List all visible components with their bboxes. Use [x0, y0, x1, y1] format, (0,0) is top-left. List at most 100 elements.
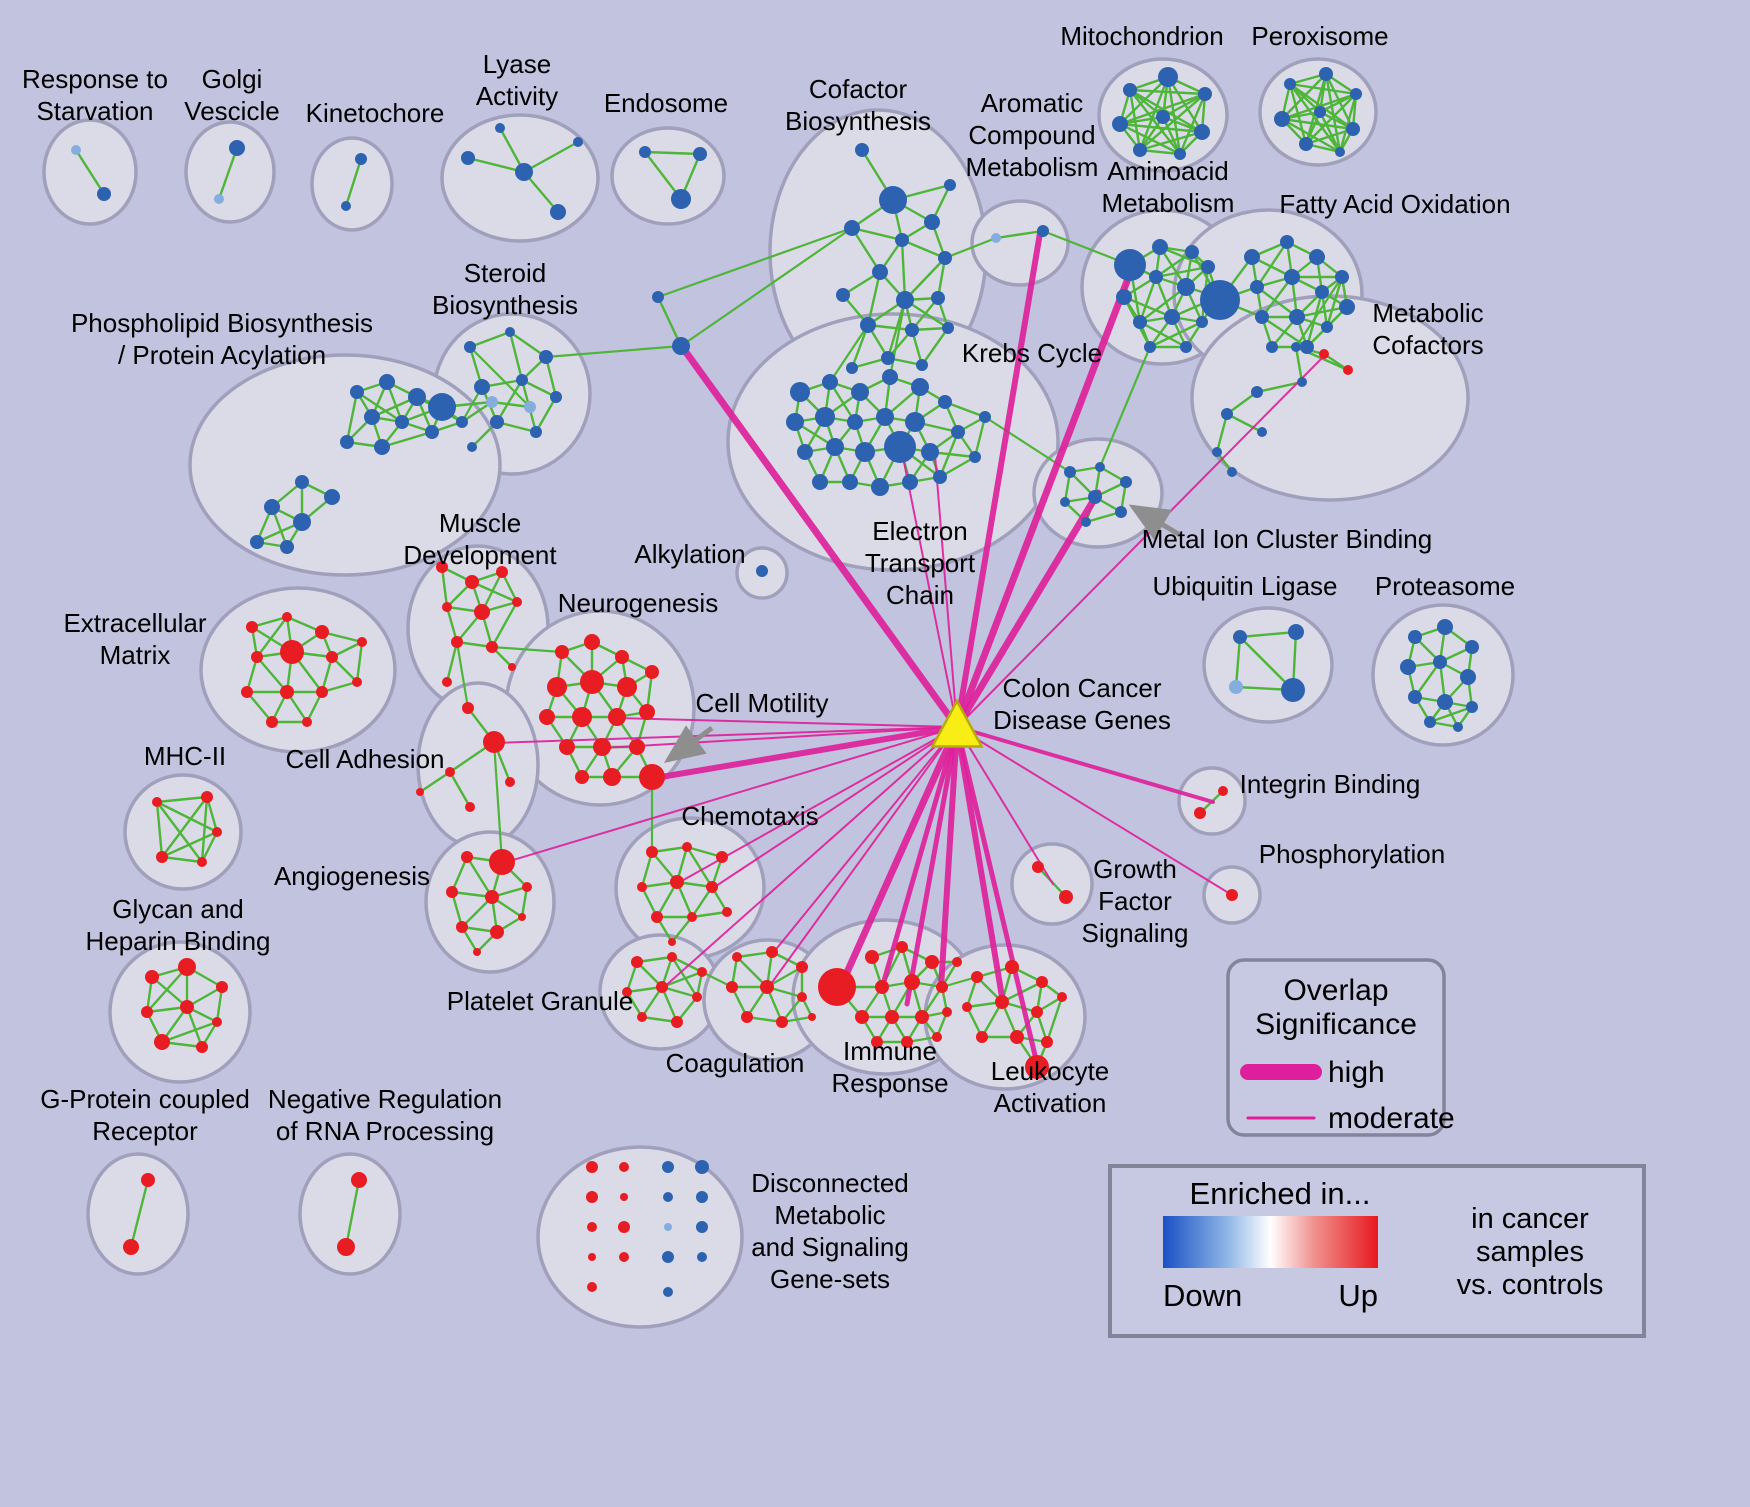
gene-set-node-peroxisome: [1284, 78, 1296, 90]
gene-set-node-platelet-granule: [671, 1016, 683, 1028]
gene-set-node-electron-transport-chain: [826, 438, 844, 456]
gene-set-node-metabolic-cofactors: [1297, 377, 1307, 387]
gene-set-node-extracellular-matrix: [246, 621, 258, 633]
edge-peroxisome: [1324, 73, 1342, 153]
gene-set-node-aminoacid-metabolism: [1196, 316, 1208, 328]
gene-set-node-lyase-activity: [495, 123, 505, 133]
gene-set-node-proteasome: [1400, 659, 1416, 675]
gene-set-node-endosome: [639, 146, 651, 158]
gene-set-node-cell-adhesion: [445, 767, 455, 777]
gene-set-node-angiogenesis: [518, 913, 526, 921]
gene-set-node-platelet-granule: [656, 981, 668, 993]
gene-set-node-phospholipid-biosynthesis: [250, 535, 264, 549]
inter-cluster-edge: [491, 645, 563, 654]
cluster-label-muscle-development: Muscle: [439, 508, 521, 538]
gene-set-node-glycan-heparin-binding: [154, 1034, 170, 1050]
cluster-label-alkylation: Alkylation: [634, 539, 745, 569]
edge-peroxisome: [1281, 73, 1327, 120]
gene-set-node-immune-response: [904, 974, 920, 990]
edge-mhc-ii: [155, 801, 164, 858]
annotation-arrow-metal-ion-cluster-binding: [1128, 504, 1182, 540]
cluster-label-aromatic-compound-metabolism: Compound: [968, 120, 1095, 150]
cluster-label-cell-adhesion: Cell Adhesion: [286, 744, 445, 774]
cluster-label-leukocyte-activation: Leukocyte: [991, 1056, 1110, 1086]
edge-leukocyte-activation: [1045, 996, 1064, 1043]
gene-set-node-chemotaxis: [668, 938, 676, 946]
gene-set-node-neurogenesis: [615, 650, 629, 664]
gene-set-node-peroxisome: [1274, 111, 1290, 127]
edge-glycan-heparin-binding: [161, 1020, 218, 1044]
gene-set-node-proteasome: [1424, 716, 1436, 728]
enrichment-down-label: Down: [1163, 1278, 1242, 1313]
enrichment-gradient-bar: [1163, 1216, 1378, 1268]
edge-cofactor-biosynthesis: [901, 238, 946, 260]
gene-set-node-negative-regulation-rna: [337, 1238, 355, 1256]
edge-electron-transport-chain: [938, 431, 960, 478]
edge-cofactor-biosynthesis: [866, 271, 882, 326]
gene-set-node-electron-transport-chain: [884, 431, 916, 463]
gene-set-node-immune-response: [855, 1010, 869, 1024]
gene-set-node-phospholipid-biosynthesis: [425, 425, 439, 439]
edge-chemotaxis: [685, 846, 714, 888]
inter-cluster-edge: [1295, 276, 1343, 348]
gene-set-node-steroid-biosynthesis: [539, 350, 553, 364]
gene-set-node-golgi-vescicle: [214, 194, 224, 204]
edge-muscle-development: [445, 641, 459, 683]
gene-set-node-mitochondrion: [1112, 116, 1128, 132]
gene-set-node-phospholipid-biosynthesis: [486, 396, 498, 408]
cluster-label-disconnected-gene-sets: Metabolic: [774, 1200, 885, 1230]
gene-set-node-immune-response: [942, 1007, 952, 1017]
gene-set-node-leukocyte-activation: [1025, 1055, 1049, 1079]
overlap-link-moderate: [772, 726, 958, 954]
enrichment-side-note: vs. controls: [1457, 1269, 1604, 1301]
gene-set-node-muscle-development: [465, 575, 479, 589]
cluster-label-mitochondrion: Mitochondrion: [1060, 21, 1223, 51]
hub: [930, 698, 984, 748]
gene-set-node-cofactor-biosynthesis: [916, 359, 928, 371]
edge-glycan-heparin-binding: [151, 976, 188, 1008]
overlap-link-moderate: [602, 726, 958, 749]
edge-angiogenesis: [450, 891, 464, 928]
edge-peroxisome: [1319, 92, 1357, 114]
gene-set-node-immune-response: [885, 1010, 899, 1024]
gene-set-node-leukocyte-activation: [1010, 1030, 1024, 1044]
cluster-label-electron-transport-chain: Transport: [865, 548, 976, 578]
cluster-label-electron-transport-chain: Chain: [886, 580, 954, 610]
overlap-link-moderate: [956, 726, 1054, 885]
gene-set-node-extracellular-matrix: [241, 686, 253, 698]
cluster-label-extracellular-matrix: Matrix: [100, 640, 171, 670]
gene-set-node-peroxisome: [1299, 137, 1313, 151]
gene-set-node-fatty-acid-oxidation: [1280, 235, 1294, 249]
gene-set-node-endosome: [671, 189, 691, 209]
gene-set-node-disconnected-gene-sets: [695, 1160, 709, 1174]
cluster-label-steroid-biosynthesis: Biosynthesis: [432, 290, 578, 320]
gene-set-node-electron-transport-chain: [938, 395, 952, 409]
cluster-label-negative-regulation-rna: of RNA Processing: [276, 1116, 494, 1146]
cluster-ellipse-mhc-ii: [123, 773, 243, 891]
gene-set-node-extracellular-matrix: [352, 677, 362, 687]
edge-metal-ion-cluster-binding: [1085, 510, 1122, 524]
edge-muscle-development: [471, 580, 518, 604]
gene-set-node-phospholipid-biosynthesis: [428, 393, 456, 421]
edge-muscle-development: [445, 606, 459, 643]
gene-set-node-extracellular-matrix: [282, 612, 292, 622]
cluster-label-g-protein-coupled-receptor: Receptor: [92, 1116, 198, 1146]
gene-set-node-angiogenesis: [485, 890, 499, 904]
gene-set-node-leukocyte-activation: [1005, 960, 1019, 974]
gene-set-node-immune-response: [871, 1036, 883, 1048]
cluster-label-integrin-binding: Integrin Binding: [1240, 769, 1421, 799]
cluster-label-chemotaxis: Chemotaxis: [681, 801, 818, 831]
gene-set-node-peroxisome: [1319, 67, 1333, 81]
overlap-legend-title: Overlap: [1283, 974, 1388, 1007]
edge-chemotaxis: [691, 910, 728, 919]
gene-set-node-lyase-activity: [515, 163, 533, 181]
gene-set-node-extracellular-matrix: [251, 651, 263, 663]
gene-set-node-cofactor-biosynthesis: [872, 264, 888, 280]
gene-set-node-extracellular-matrix: [302, 717, 312, 727]
cluster-label-lyase-activity: Lyase: [483, 49, 551, 79]
gene-set-node-negative-regulation-rna: [351, 1172, 367, 1188]
gene-set-node-chemotaxis: [646, 846, 658, 858]
gene-set-node-angiogenesis: [446, 886, 458, 898]
gene-set-node-cofactor-biosynthesis: [942, 322, 954, 334]
cluster-label-negative-regulation-rna: Negative Regulation: [268, 1084, 502, 1114]
